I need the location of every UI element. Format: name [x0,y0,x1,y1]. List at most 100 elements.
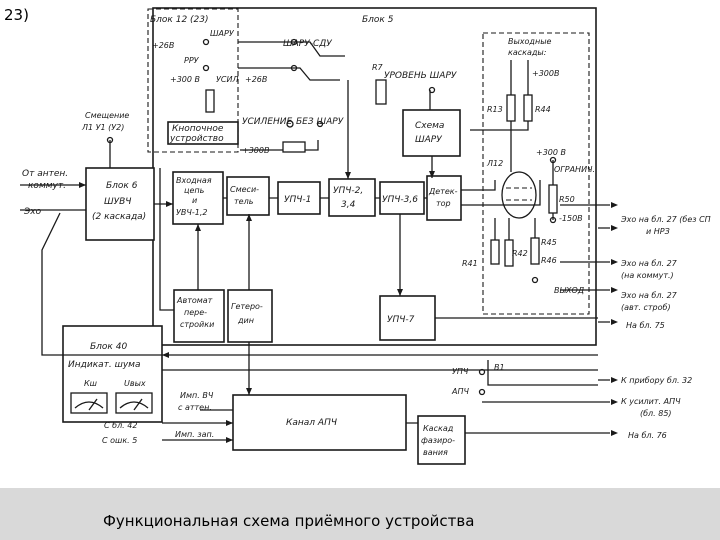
detector-label-2: тор [436,199,451,208]
label-smeshenie-1: Смещение [85,111,129,120]
phasing-stage-label-2: фазиро- [421,436,455,445]
output-apch-amp-line-1: К усилит. АПЧ [621,397,681,406]
heterodyne-label-2: дин [237,316,254,325]
output-stages-label-2: каскады: [508,48,547,57]
label-plus300-d: +300 В [536,148,566,157]
noise-indicator-label: Индикат. шума [68,360,140,370]
label-r45: R45 [541,238,557,247]
output-bl32: К прибору бл. 32 [621,376,692,385]
label-plus300-c: +300В [532,69,559,78]
block-6-label-3: (2 каскада) [92,212,146,222]
button-device-label-1: Кнопочное [172,124,224,134]
gain-potentiometer-icon [282,141,306,153]
label-l12: Л12 [486,159,503,168]
button-device-block [167,121,239,145]
upch-7-label: УПЧ-7 [387,315,415,325]
input-circuit-block [172,171,224,225]
output-echo-1-line-2: и НРЗ [646,227,670,236]
output-stages-label-1: Выходные [508,37,552,46]
mixer-block [226,176,270,216]
slide-number: 23) [4,6,29,24]
noise-meter-icon [70,392,108,414]
sharu-level-potentiometer-icon [375,79,387,105]
sharu-circuit-label-1: Схема [415,121,444,131]
label-imp-vch-1: Имп. ВЧ [180,391,214,400]
label-smeshenie-2: Л1 У1 (У2) [81,123,124,132]
label-plus300-b: +300В [242,146,269,155]
block-5-title: Блок 5 [362,15,394,25]
upch-2-label-1: УПЧ-2, [333,186,363,196]
tube-l12-icon [501,171,537,219]
phasing-stage-label-3: вания [423,448,448,457]
label-s-bl42: С бл. 42 [104,421,137,430]
input-circuit-label-2: цепь [184,186,205,195]
label-imp-vch-2: с аттен. [178,403,212,412]
label-s-osh5: С ошк. 5 [102,436,137,445]
noise-meter-label: Кш [84,379,98,388]
label-r13: R13 [487,105,503,114]
output-echo-3-line-1: Эхо на бл. 27 [620,291,678,300]
block-12-frame [147,8,239,153]
block-40-title: Блок 40 [90,342,127,352]
label-vykhod: ВЫХОД [554,286,584,295]
label-uroven: УРОВЕНЬ ШАРУ [384,71,457,81]
caption: Функциональная схема приёмного устройств… [103,512,475,530]
label-r42: R42 [512,249,528,258]
output-echo-3-line-2: (авт. строб) [621,303,671,312]
apch-channel-label: Канал АПЧ [286,418,337,428]
label-r41: R41 [462,259,478,268]
auto-tuning-label-3: стройки [180,320,214,329]
label-sharu-sdu: ШАРУ-СДУ [283,39,332,49]
label-usilenie: УСИЛЕНИЕ [242,117,292,127]
upch-36-block [379,181,425,215]
upch-2-label-2: 3,4 [341,200,356,210]
output-meter-icon [115,392,153,414]
label-imp-zap: Имп. зап. [175,430,214,439]
caption-bar [0,488,720,540]
output-echo-2-line-2: (на коммут.) [621,271,674,280]
output-apch-amp-line-2: (бл. 85) [640,409,672,418]
label-upch-switch: УПЧ [452,367,469,376]
label-r44: R44 [535,105,551,114]
mixer-label-2: тель [234,197,254,206]
auto-tuning-label-1: Автомат [176,296,213,305]
block-6-label-1: Блок 6 [106,181,138,191]
input-circuit-label-1: Входная [176,176,212,185]
sharu-circuit-label-2: ШАРУ [415,135,442,145]
label-usil: УСИЛ [216,75,238,84]
apch-channel-block [232,394,407,451]
button-device-label-2: устройство [169,134,224,144]
mixer-label-1: Смеси- [230,185,259,194]
block-6-label-2: ШУВЧ [104,197,131,207]
label-minus150: -150В [559,214,583,223]
label-apch-switch: АПЧ [451,387,469,396]
label-v1: В1 [494,363,505,372]
input-circuit-label-4: УВЧ-1,2 [176,208,207,217]
output-bl76: На бл. 76 [628,431,667,440]
label-ot-antenn-2: коммут. [28,181,66,191]
sharu-circuit-block [402,109,461,157]
output-echo-2-line-1: Эхо на бл. 27 [620,259,678,268]
rru-potentiometer-icon [205,89,215,113]
label-ogranich: ОГРАНИЧ. [554,165,595,174]
detector-block [426,175,462,221]
output-bl75: На бл. 75 [626,321,665,330]
label-rru: РРУ [184,56,200,65]
upch-7-block [379,295,436,341]
label-r7: R7 [372,63,384,72]
label-r46: R46 [541,256,557,265]
phasing-stage-block [417,415,466,465]
label-ot-antenn-1: От антен. [22,169,68,179]
block-12-title: Блок 12 (23) [150,15,209,25]
label-sharu-top: ШАРУ [210,29,235,38]
upch-1-label: УПЧ-1 [284,195,311,205]
label-ekho-in: Эхо [23,207,42,217]
output-meter-label: Uвых [124,379,146,388]
label-bez-sharu: БЕЗ ШАРУ [296,117,344,127]
detector-label-1: Детек- [428,187,458,196]
label-plus26-a: +26В [152,41,174,50]
upch-36-label: УПЧ-3,6 [382,195,418,205]
auto-tuning-label-2: пере- [184,308,207,317]
functional-diagram: Блок 12 (23) Блок 5 Кнопочное устройство… [20,7,711,465]
heterodyne-label-1: Гетеро- [231,302,263,311]
